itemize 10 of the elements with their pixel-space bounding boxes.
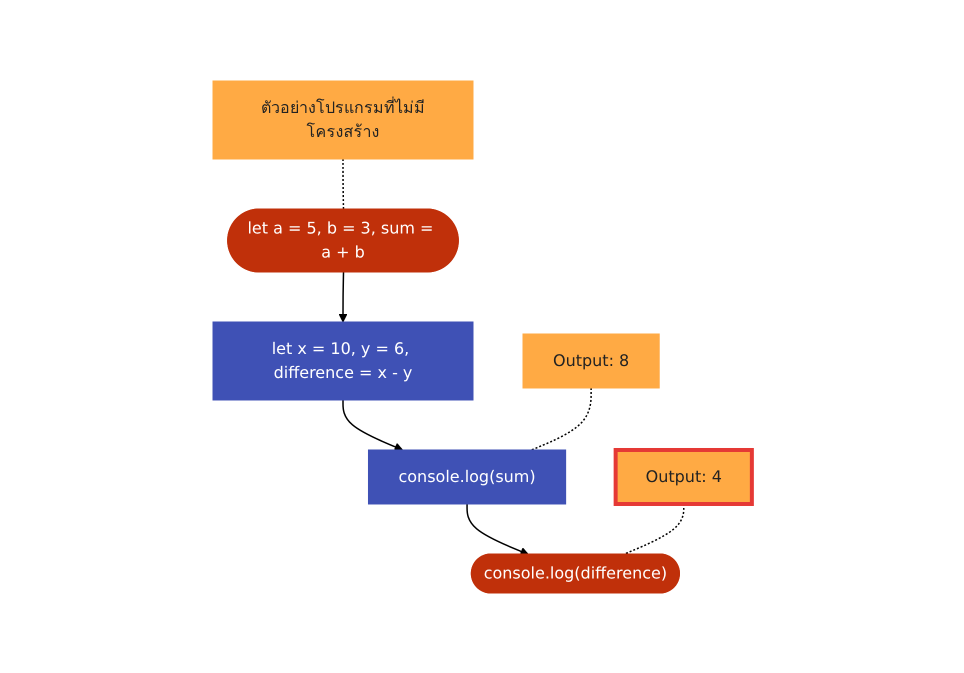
arrow [466, 503, 528, 555]
node-box: let x = 10, y = 6, difference = x - y [212, 321, 474, 400]
node-box: ตัวอย่างโปรแกรมที่ไม่มีโครงสร้าง [212, 80, 474, 159]
connector [530, 388, 592, 450]
node-box: console.log(sum) [368, 449, 566, 504]
arrow [338, 272, 347, 322]
arrow [342, 400, 403, 450]
node-box: Output: 4 [613, 448, 754, 506]
connector [342, 158, 344, 210]
node-box: Output: 8 [522, 333, 660, 388]
